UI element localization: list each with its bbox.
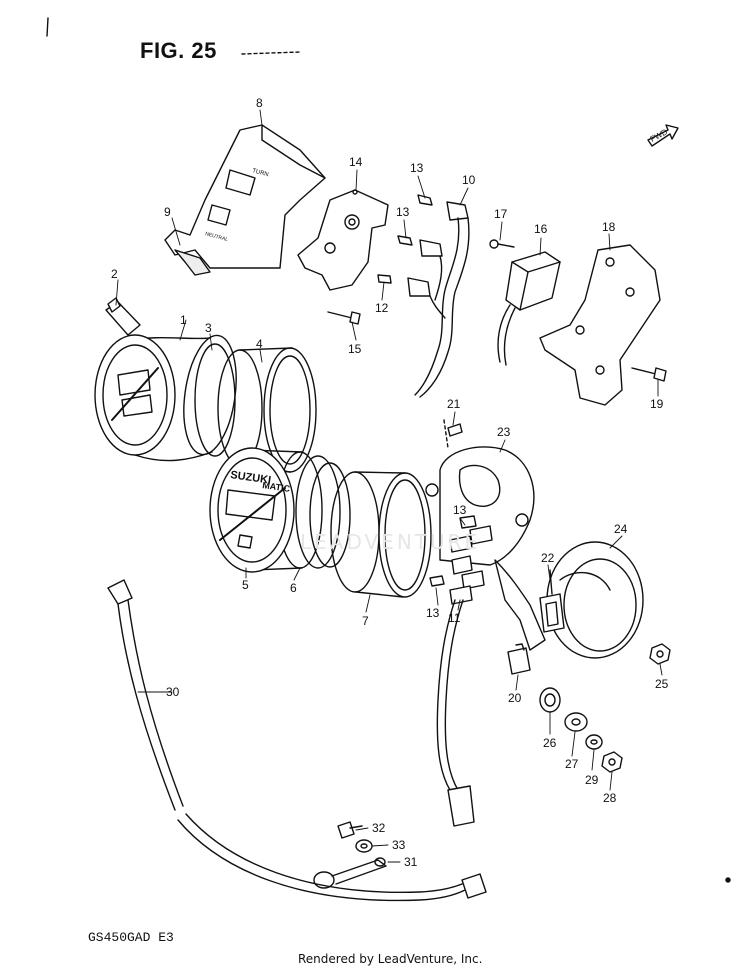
dial-text: MATIC [262,480,291,494]
callout-4: 4 [256,337,263,351]
lower-case-23 [425,446,535,566]
grommet-26 [539,687,561,713]
callout-21: 21 [447,397,461,411]
case-7 [330,471,432,598]
callout-labels: 8 9 2 1 3 4 14 13 10 13 12 15 17 16 18 1… [111,96,669,869]
screw-19 [631,367,667,382]
nut-25 [649,643,671,665]
cable-fitting-2 [105,297,141,336]
fwd-arrow-icon: FWD [647,124,679,147]
callout-26: 26 [543,736,557,750]
callout-5: 5 [242,578,249,592]
cover-turn-label: TURN [251,168,269,178]
callout-23: 23 [497,425,511,439]
callout-31: 31 [404,855,418,869]
corner-mark [46,17,49,37]
callout-15: 15 [348,342,362,356]
socket-22 [539,569,565,633]
callout-13-bottom: 13 [426,606,440,620]
indicator-cover: TURN NEUTRAL [164,124,326,276]
bolt-32 [337,821,363,839]
callout-10: 10 [462,173,476,187]
cover-neutral-label: NEUTRAL [204,231,228,243]
callout-13-middle: 13 [396,205,410,219]
callout-9: 9 [164,205,171,219]
model-code: GS450GAD E3 [88,930,174,945]
speedometer-cable-30 [107,579,487,902]
callout-17: 17 [494,207,508,221]
callout-22: 22 [541,551,555,565]
callout-16: 16 [534,222,548,236]
watermark: LEADVENTURE [300,530,481,554]
outer-case-24 [546,541,644,659]
dot-mark [725,877,731,883]
callout-28: 28 [603,791,617,805]
callout-30: 30 [166,685,180,699]
title-scribble [241,51,301,55]
socket-harness-upper [377,194,470,398]
callout-12: 12 [375,301,389,315]
washer-33 [355,839,373,853]
screw-15 [327,311,361,325]
callout-7: 7 [362,614,369,628]
callout-32: 32 [372,821,386,835]
callout-27: 27 [565,757,579,771]
screw-17 [489,239,515,249]
socket-harness-lower [429,515,546,827]
washer-29 [585,734,603,750]
nut-28 [601,751,623,773]
callout-8: 8 [256,96,263,110]
leader-lines [115,109,663,863]
callout-13-lower: 13 [453,503,467,517]
bulb-plate [297,189,389,291]
callout-29: 29 [585,773,599,787]
figure-title: FIG. 25 [140,38,217,63]
callout-13-upper: 13 [410,161,424,175]
callout-33: 33 [392,838,406,852]
render-credit: Rendered by LeadVenture, Inc. [298,952,483,966]
tachometer: SUZUKI MATIC [209,447,323,573]
callout-11: 11 [448,611,461,625]
callout-18: 18 [602,220,616,234]
callout-24: 24 [614,522,628,536]
cushion-3 [194,343,236,457]
speedometer [94,334,237,462]
callout-14: 14 [349,155,363,169]
dial-brand: SUZUKI [230,469,272,487]
cushion-6 [295,455,351,569]
callout-19: 19 [650,397,664,411]
callout-3: 3 [205,321,212,335]
callout-1: 1 [180,313,187,327]
callout-20: 20 [508,691,522,705]
washer-27 [564,712,588,732]
bulb-20 [507,643,531,675]
relay-16 [497,251,561,366]
callout-2: 2 [111,267,118,281]
callout-25: 25 [655,677,669,691]
callout-6: 6 [290,581,297,595]
meter-bracket [539,244,661,406]
grommet-21 [443,419,463,449]
cable-clamp-31 [313,857,387,889]
